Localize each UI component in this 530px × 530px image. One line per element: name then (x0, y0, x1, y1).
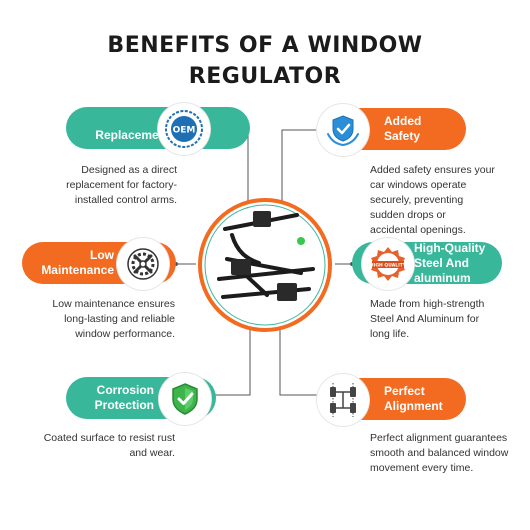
quality-badge-text: HIGH QUALITY (370, 263, 407, 269)
window-regulator-image (197, 197, 333, 333)
benefit-maintenance-description: Low maintenance ensures long-lasting and… (52, 298, 175, 340)
quality-badge-icon: HIGH QUALITY (362, 238, 414, 290)
benefit-safety-description: Added safety ensures your car windows op… (370, 164, 495, 236)
benefit-corrosion-description: Coated surface to resist rust and wear. (43, 432, 175, 459)
oem-badge-text: OEM (173, 126, 196, 136)
wheel-alignment-icon (317, 374, 369, 426)
benefit-corrosion-title-line2: Protection (94, 398, 154, 412)
benefit-quality-title-line1: High-Quality (414, 240, 486, 255)
benefit-quality-title-line2: Steel And (414, 255, 469, 270)
benefit-maintenance-title-line1: Low (90, 248, 114, 262)
page-title: BENEFITS OF A WINDOW REGULATOR (0, 30, 530, 92)
shield-hands-icon (317, 104, 369, 156)
benefit-corrosion-title-line1: Corrosion (96, 383, 154, 397)
shield-check-icon (159, 373, 211, 425)
title-line-1: BENEFITS OF A WINDOW (107, 33, 423, 58)
title-line-2: REGULATOR (188, 64, 342, 89)
benefit-maintenance-title-line2: Maintenance (41, 263, 114, 277)
oem-badge-icon: OEM (158, 103, 210, 155)
benefit-quality-title-line3: aluminum (414, 270, 471, 285)
benefit-oem-description: Designed as a direct replacement for fac… (66, 164, 177, 206)
benefit-safety-title-line1: Added (384, 114, 422, 128)
benefit-alignment-title-line2: Alignment (384, 399, 443, 413)
wrench-gear-icon (117, 238, 169, 290)
benefit-alignment-title-line1: Perfect (384, 384, 425, 398)
benefit-alignment-description: Perfect alignment guarantees smooth and … (370, 432, 509, 474)
benefit-quality-description: Made from high-strength Steel And Alumin… (370, 298, 485, 340)
benefit-safety-title-line2: Safety (384, 129, 421, 143)
